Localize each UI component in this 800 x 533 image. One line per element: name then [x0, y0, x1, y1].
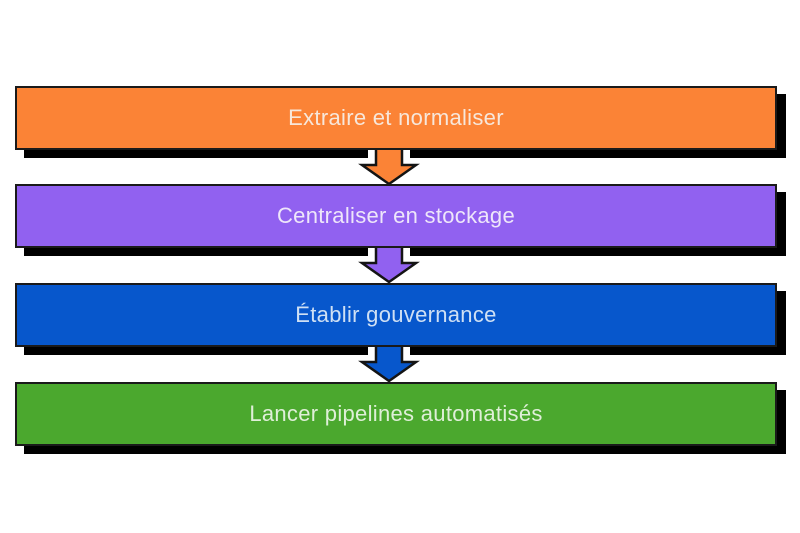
down-arrow-connector	[358, 248, 420, 284]
flow-step-label: Extraire et normaliser	[288, 105, 504, 130]
flow-step-label: Lancer pipelines automatisés	[249, 401, 543, 426]
flow-step-extraire: Extraire et normaliser	[15, 86, 777, 150]
flow-step-pipelines: Lancer pipelines automatisés	[15, 382, 777, 446]
flow-step-centraliser: Centraliser en stockage	[15, 184, 777, 248]
down-arrow-connector	[358, 150, 420, 186]
flow-step-label: Centraliser en stockage	[276, 203, 516, 228]
down-arrow-shape	[358, 347, 420, 383]
down-arrow-shape	[358, 150, 420, 186]
down-arrow-connector	[358, 347, 420, 383]
flow-step-gouvernance: Établir gouvernance	[15, 283, 777, 347]
flow-step-label: Établir gouvernance	[295, 302, 497, 327]
down-arrow-shape	[358, 248, 420, 284]
